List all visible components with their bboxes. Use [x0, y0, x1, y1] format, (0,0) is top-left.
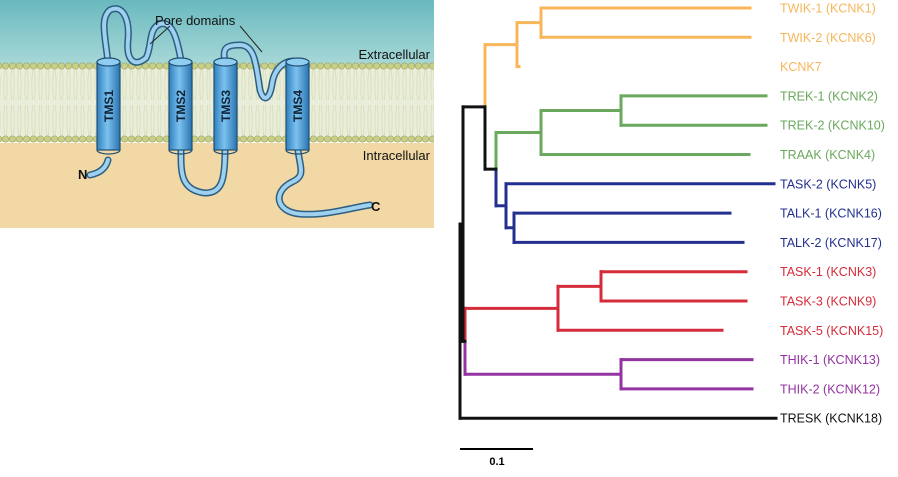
extracellular-label: Extracellular: [358, 47, 430, 62]
tms2-label: TMS2: [174, 90, 188, 122]
pore-domains-label: Pore domains: [155, 13, 236, 28]
leaf-label-0: TWIK-1 (KCNK1): [780, 2, 876, 16]
leaf-label-12: THIK-1 (KCNK13): [780, 353, 880, 367]
tms1-label: TMS1: [102, 90, 116, 122]
c-terminus-label: C: [371, 199, 381, 214]
membrane-topology-svg: TMS1 TMS2 TMS3 TMS4 Pore domains Extrace…: [0, 0, 434, 228]
pore-pointer-1: [149, 25, 171, 45]
intracellular-label: Intracellular: [363, 148, 431, 163]
leaf-label-9: TASK-1 (KCNK3): [780, 265, 876, 279]
leaf-label-4: TREK-2 (KCNK10): [780, 119, 885, 133]
tree-leaf-labels: TWIK-1 (KCNK1) TWIK-2 (KCNK6) KCNK7TREK-1 …: [780, 2, 885, 426]
leaf-label-1: TWIK-2 (KCNK6): [780, 31, 876, 45]
leaf-label-6: TASK-2 (KCNK5): [780, 177, 876, 191]
leaf-label-2: KCNK7: [780, 60, 822, 74]
helix-tms3: [213, 57, 238, 155]
leaf-label-3: TREK-1 (KCNK2): [780, 89, 878, 103]
leaf-label-7: TALK-1 (KCNK16): [780, 207, 882, 221]
tms4-label: TMS4: [291, 90, 305, 122]
helix-tms4: [285, 57, 310, 155]
tree-svg: TWIK-1 (KCNK1) TWIK-2 (KCNK6) KCNK7TREK-1 …: [458, 2, 885, 468]
helix-tms1: [96, 57, 121, 155]
protein-backbone: [86, 5, 374, 218]
leaf-label-10: TASK-3 (KCNK9): [780, 295, 876, 309]
pore-pointer-2: [239, 25, 263, 53]
leaf-label-14: TRESK (KCNK18): [780, 412, 882, 426]
membrane-topology-diagram: TMS1 TMS2 TMS3 TMS4 Pore domains Extrace…: [0, 0, 434, 228]
tms3-label: TMS3: [219, 90, 233, 122]
helix-tms2: [168, 57, 193, 155]
leaf-label-5: TRAAK (KCNK4): [780, 148, 875, 162]
tree-branches: [458, 6, 778, 420]
leaf-label-8: TALK-2 (KCNK17): [780, 236, 882, 250]
leaf-label-13: THIK-2 (KCNK12): [780, 382, 880, 396]
n-terminus-label: N: [78, 167, 87, 182]
leaf-label-11: TASK-5 (KCNK15): [780, 324, 883, 338]
extracellular-region: [0, 0, 434, 66]
scale-bar-label: 0.1: [489, 456, 504, 468]
